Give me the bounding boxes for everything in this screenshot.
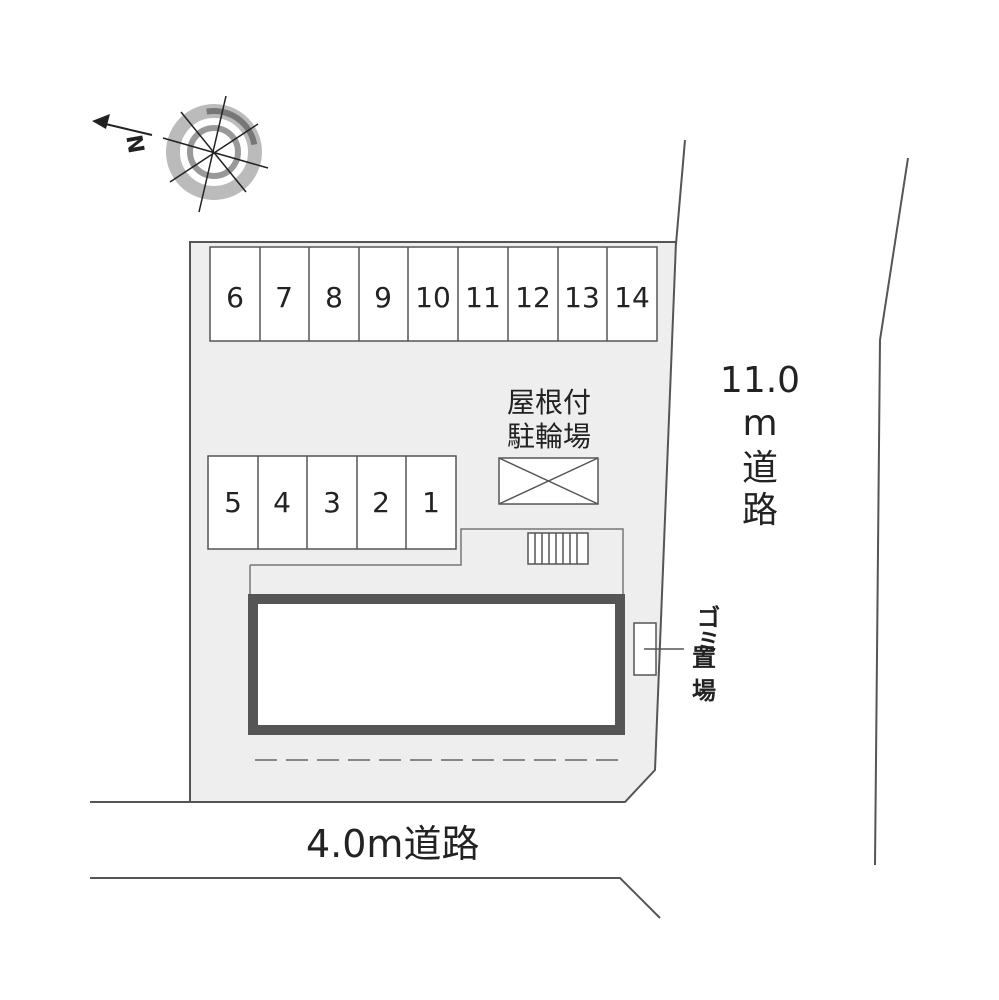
compass-north-label: N (120, 133, 148, 155)
parking-bottom-row-frame (207, 455, 457, 550)
garbage-label-line3: 場 (692, 677, 716, 705)
garbage-area: ゴミ 置 場 (633, 604, 720, 705)
road-lines (90, 139, 909, 919)
bicycle-parking-label-line2: 駐輪場 (507, 420, 591, 453)
parking-space-8: 8 (325, 281, 343, 314)
parking-space-13: 13 (564, 281, 600, 314)
building-footprint-outline (249, 528, 624, 595)
east-road-unit: m (742, 403, 777, 444)
parking-space-9: 9 (374, 281, 392, 314)
parking-space-4: 4 (273, 486, 291, 519)
east-road-char2: 路 (742, 490, 778, 531)
building (248, 594, 625, 735)
parking-space-5: 5 (224, 486, 242, 519)
parking-space-10: 10 (415, 281, 451, 314)
east-road-width: 11.0 (720, 360, 800, 401)
bicycle-parking: 屋根付 駐輪場 (498, 386, 599, 505)
parking-space-12: 12 (515, 281, 551, 314)
parking-space-11: 11 (465, 281, 501, 314)
parking-bottom-row: 5 4 3 2 1 (207, 455, 457, 550)
garbage-label-line1: ゴミ (692, 604, 720, 653)
parking-space-14: 14 (614, 281, 650, 314)
east-road-inner-edge (675, 139, 686, 245)
parking-space-2: 2 (372, 486, 390, 519)
bicycle-parking-label-line1: 屋根付 (507, 386, 591, 419)
compass-rose-icon: N (92, 95, 269, 213)
east-road-outer-edge (874, 157, 909, 866)
south-road-lower-edge (90, 877, 661, 919)
parking-space-1: 1 (422, 486, 440, 519)
east-road-label: 11.0 m 道 路 (720, 360, 800, 531)
parking-space-3: 3 (323, 486, 341, 519)
east-road-char1: 道 (742, 448, 778, 489)
parking-space-6: 6 (226, 281, 244, 314)
parking-top-row: 6 7 8 9 10 11 12 13 14 (209, 246, 658, 342)
south-road-label: 4.0m道路 (306, 822, 479, 866)
parking-top-row-frame (209, 246, 658, 342)
parking-space-7: 7 (275, 281, 293, 314)
garbage-label-line2: 置 (692, 644, 716, 672)
stairs-icon (527, 532, 589, 565)
